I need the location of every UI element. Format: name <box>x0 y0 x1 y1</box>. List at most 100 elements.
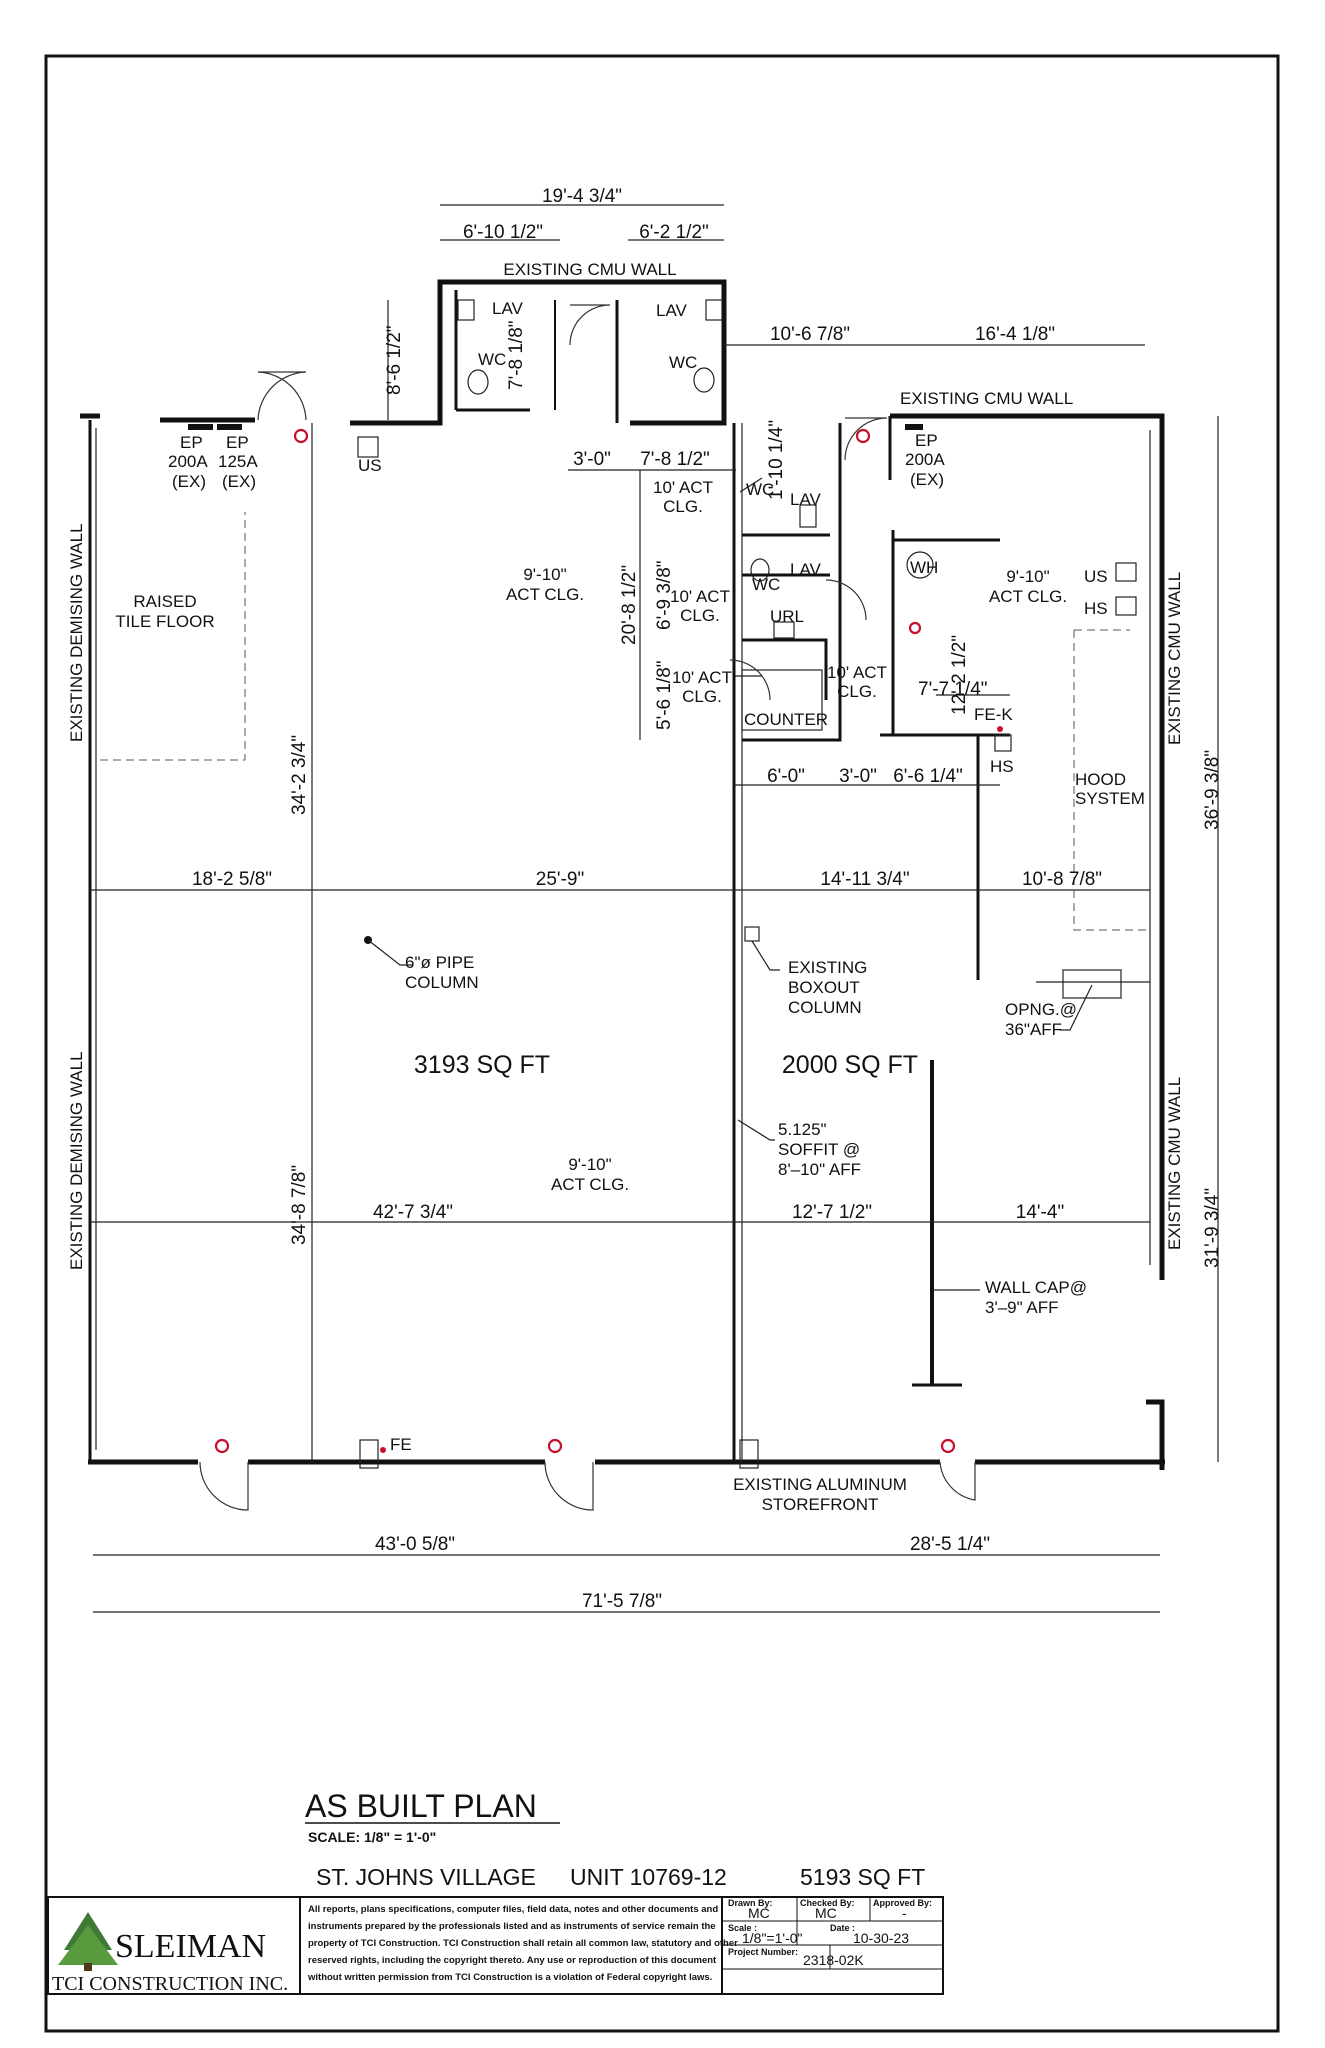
dim-10-6: 10'-6 7/8" <box>770 324 850 345</box>
ceiling-3b: CLG. <box>680 606 720 625</box>
note-box-1: EXISTING <box>788 958 867 977</box>
note-soffit-1: 5.125" <box>778 1120 827 1139</box>
ceiling-6a: 9'-10" <box>1006 567 1049 586</box>
dim-7-8: 7'-8 1/8" <box>506 320 527 390</box>
dim-20-8: 20'-8 1/2" <box>619 565 640 645</box>
dim-14-11: 14'-11 3/4" <box>820 869 909 890</box>
lav-fixture-left <box>457 299 475 321</box>
label-cmu-vert-2: EXISTING CMU WALL <box>1165 1077 1184 1250</box>
room-lav-mid-1: LAV <box>790 490 822 509</box>
title-block: SLEIMAN TCI CONSTRUCTION INC. All report… <box>47 1896 944 1995</box>
project-area: 5193 SQ FT <box>800 1864 925 1890</box>
dim-7-7: 7'-7 1/4" <box>918 679 988 700</box>
storefront-1: EXISTING ALUMINUM <box>733 1475 907 1494</box>
dim-3-0b: 3'-0" <box>839 766 877 787</box>
drawn-by-label: Drawn By: <box>728 1898 773 1908</box>
checked-by-value: MC <box>815 1905 837 1921</box>
lav-fixture-mid <box>799 504 817 528</box>
storefront-2: STOREFRONT <box>762 1495 879 1514</box>
room-counter: COUNTER <box>744 710 828 729</box>
note-box-2: BOXOUT <box>788 978 860 997</box>
room-lav-mid-2: LAV <box>790 560 822 579</box>
note-opng-1: OPNG.@ <box>1005 1000 1077 1019</box>
ceiling-5b: CLG. <box>837 682 877 701</box>
dim-3-0: 3'-0" <box>573 449 611 470</box>
ceiling-3a: 10' ACT <box>670 587 730 606</box>
dim-71-5: 71'-5 7/8" <box>582 1591 662 1612</box>
label-us-left: US <box>358 456 382 475</box>
smoke-detector-2 <box>855 428 871 444</box>
dim-top-total: 19'-4 3/4" <box>542 186 622 207</box>
company-subname: TCI CONSTRUCTION INC. <box>52 1973 288 1995</box>
room-wc-right: WC <box>669 353 697 372</box>
url-fixture <box>773 621 795 639</box>
dim-12-2: 12'-2 1/2" <box>949 635 970 715</box>
dim-5-6: 5'-6 1/8" <box>654 660 675 730</box>
label-cmu-top: EXISTING CMU WALL <box>503 260 676 279</box>
area-right: 2000 SQ FT <box>782 1051 918 1079</box>
ceiling-2a: 10' ACT <box>653 478 713 497</box>
fire-extinguisher <box>380 1447 386 1453</box>
project-number-label: Project Number: <box>728 1947 798 1957</box>
ceiling-5a: 10' ACT <box>827 663 887 682</box>
label-hood-2: SYSTEM <box>1075 789 1145 808</box>
dim-top-right: 6'-2 1/2" <box>639 222 709 243</box>
ep1-c: (EX) <box>172 472 206 491</box>
ceiling-1b: ACT CLG. <box>506 585 584 604</box>
label-us-right: US <box>1084 567 1108 586</box>
note-pipe-2: COLUMN <box>405 973 479 992</box>
drawn-by-value: MC <box>748 1905 770 1921</box>
note-pipe-1: 6"ø PIPE <box>405 953 474 972</box>
label-fe: FE <box>390 1435 412 1454</box>
plan-title: AS BUILT PLAN <box>305 1788 537 1824</box>
label-hood-1: HOOD <box>1075 770 1126 789</box>
plan-scale: SCALE: 1/8" = 1'-0" <box>308 1829 436 1845</box>
dimension-lines <box>90 204 1219 1613</box>
ep2-b: 125A <box>218 452 258 471</box>
ep-panel-2 <box>217 424 242 430</box>
label-wh: WH <box>910 558 938 577</box>
scale-value: 1/8"=1'-0" <box>742 1930 803 1946</box>
room-wc-left: WC <box>478 350 506 369</box>
doors <box>199 304 976 1511</box>
ep-panel-3 <box>905 424 923 430</box>
label-cmu-vert-1: EXISTING CMU WALL <box>1165 572 1184 745</box>
dim-36-9: 36'-9 3/8" <box>1202 750 1223 830</box>
legal-line-3: property of TCI Construction. TCI Constr… <box>308 1938 738 1949</box>
note-opng-2: 36"AFF <box>1005 1020 1062 1039</box>
dim-7-8-half: 7'-8 1/2" <box>640 449 710 470</box>
label-hs-kitchen: HS <box>990 757 1014 776</box>
project-location: ST. JOHNS VILLAGE <box>316 1864 536 1890</box>
ep1-a: EP <box>180 433 203 452</box>
note-wallcap-2: 3'–9" AFF <box>985 1298 1059 1317</box>
ep1-b: 200A <box>168 452 208 471</box>
dim-top-left: 6'-10 1/2" <box>463 222 543 243</box>
ceiling-6b: ACT CLG. <box>989 587 1067 606</box>
scale-label: Scale : <box>728 1923 757 1933</box>
dim-42-7: 42'-7 3/4" <box>373 1202 453 1223</box>
note-soffit-2: SOFFIT @ <box>778 1140 860 1159</box>
alarm-device <box>908 621 922 635</box>
dim-16-4: 16'-4 1/8" <box>975 324 1055 345</box>
ep3-a: EP <box>915 431 938 450</box>
dim-12-7: 12'-7 1/2" <box>792 1202 872 1223</box>
ceiling-7a: 9'-10" <box>568 1155 611 1174</box>
dim-25-9: 25'-9" <box>536 869 584 890</box>
legal-line-1: All reports, plans specifications, compu… <box>308 1904 718 1915</box>
ceiling-4b: CLG. <box>682 687 722 706</box>
legal-line-4: reserved rights, including the copyright… <box>308 1955 717 1966</box>
dim-31-9: 31'-9 3/4" <box>1202 1188 1223 1268</box>
dim-6-9: 6'-9 3/8" <box>654 560 675 630</box>
company-name: SLEIMAN <box>115 1928 266 1965</box>
room-wc-mid: WC <box>746 480 774 499</box>
project-unit: UNIT 10769-12 <box>570 1864 727 1890</box>
ceiling-7b: ACT CLG. <box>551 1175 629 1194</box>
wc-fixture-right <box>693 367 715 393</box>
storefront-mullion-left <box>359 1439 379 1469</box>
leader-lines <box>367 477 1093 1291</box>
legal-line-2: instruments prepared by the professional… <box>308 1921 716 1932</box>
label-fe-k: FE-K <box>974 705 1013 724</box>
dim-18-2: 18'-2 5/8" <box>192 869 272 890</box>
label-hs-right: HS <box>1084 599 1108 618</box>
sheet-border <box>44 54 1280 2033</box>
